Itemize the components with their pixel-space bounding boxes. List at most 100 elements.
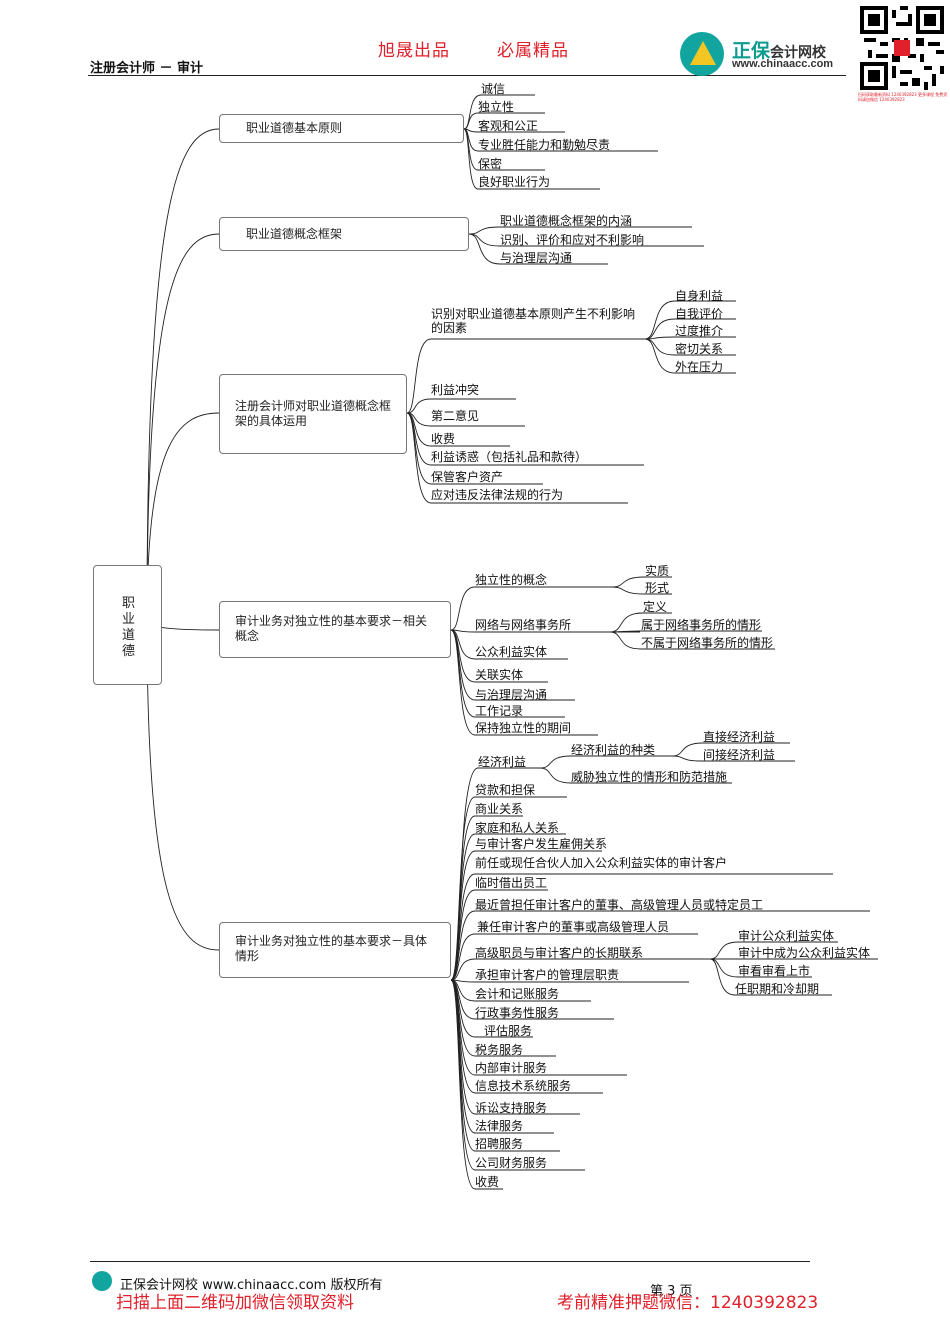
leaf-intimidation: 外在压力	[675, 360, 724, 374]
leaf-legal-services: 法律服务	[475, 1119, 524, 1133]
leaf-is-network: 属于网络事务所的情形	[641, 618, 762, 632]
qr-code-icon	[860, 6, 944, 90]
s5-longterm-0	[709, 941, 739, 960]
s1-branch-5	[463, 128, 479, 190]
leaf-admin-services: 行政事务性服务	[475, 1006, 560, 1020]
leaf-fees-independence: 收费	[475, 1175, 500, 1189]
leaf-valuation-services: 评估服务	[484, 1024, 533, 1038]
header-divider	[88, 75, 846, 76]
leaf-threat-factors: 识别对职业道德基本原则产生不利影响的因素	[431, 307, 636, 335]
leaf-former-partner: 前任或现任合伙人加入公众利益实体的审计客户	[475, 856, 728, 870]
root-branch-1	[146, 233, 220, 621]
leaf-internal-audit: 内部审计服务	[475, 1061, 548, 1075]
leaf-fees: 收费	[431, 432, 456, 446]
leaf-familiarity: 密切关系	[675, 342, 724, 356]
s4-branch-4	[450, 629, 476, 701]
s5-econ-1	[539, 767, 572, 784]
s3-branch-5	[406, 412, 432, 485]
leaf-tax-services: 税务服务	[475, 1043, 524, 1057]
leaf-indirect-interest: 间接经济利益	[703, 748, 776, 762]
s1-branch-1	[463, 112, 479, 130]
leaf-noncompliance: 应对违反法律法规的行为	[431, 488, 564, 502]
s2-branch-0	[468, 226, 501, 235]
s5-branch-9	[450, 958, 476, 981]
leaf-loan-staff: 临时借出员工	[475, 876, 548, 890]
logo-name-suffix: 会计网校	[770, 45, 827, 61]
footer-logo-icon	[92, 1271, 112, 1291]
qr-note: 扫码获取最新资料 1240392823 更多课程 免费资料请加微信 124039…	[858, 92, 948, 102]
node-framework-application-label: 注册会计师对职业道德概念框架的具体运用	[235, 399, 392, 428]
s3-factor-3	[644, 338, 676, 356]
leaf-confidentiality: 保密	[478, 157, 503, 171]
logo-name: 正保	[732, 40, 771, 62]
leaf-documentation: 工作记录	[475, 704, 524, 718]
leaf-not-network: 不属于网络事务所的情形	[641, 636, 774, 650]
leaf-self-review: 自我评价	[675, 307, 724, 321]
leaf-framework-meaning: 职业道德概念框架的内涵	[500, 214, 633, 228]
node-ethics-framework: 职业道德概念框架	[219, 217, 469, 251]
leaf-family: 家庭和私人关系	[475, 821, 560, 835]
node-independence-concepts-label: 审计业务对独立性的基本要求－相关概念	[235, 614, 428, 643]
s4-branch-3	[450, 629, 476, 683]
leaf-pie: 公众利益实体	[475, 645, 548, 659]
footer-promo-right: 考前精准押题微信：1240392823	[557, 1293, 819, 1313]
node-ethics-principles: 职业道德基本原则	[219, 114, 464, 143]
leaf-litigation-support: 诉讼支持服务	[475, 1101, 548, 1115]
leaf-independence: 独立性	[478, 100, 515, 114]
s3-factor-0	[644, 300, 676, 340]
leaf-second-opinion: 第二意见	[431, 409, 480, 423]
s5-longterm-3	[709, 958, 736, 996]
leaf-director: 兼任审计客户的董事或高级管理人员	[477, 920, 670, 934]
leaf-identify-threats: 识别、评价和应对不利影响	[500, 233, 645, 247]
s4-indep-0	[611, 576, 646, 588]
leaf-cooling-off: 任职期和冷却期	[735, 982, 820, 996]
root-branch-0	[146, 128, 220, 621]
leaf-listing: 审看审看上市	[738, 964, 811, 978]
leaf-accounting-services: 会计和记账服务	[475, 987, 560, 1001]
leaf-substance: 实质	[645, 564, 670, 578]
node-framework-application: 注册会计师对职业道德概念框架的具体运用	[219, 374, 407, 454]
s4-network-0	[609, 612, 644, 633]
leaf-threats-safeguards: 威胁独立性的情形和防范措施	[571, 770, 728, 784]
logo-url: www.chinaacc.com	[732, 58, 834, 70]
leaf-advocacy: 过度推介	[675, 324, 724, 338]
node-independence-situations-label: 审计业务对独立性的基本要求－具体情形	[235, 934, 428, 963]
leaf-business-relationships: 商业关系	[475, 802, 524, 816]
s5-branch-8	[450, 933, 476, 981]
subject-title: 注册会计师 － 审计	[90, 61, 204, 76]
leaf-governance-communication: 与治理层沟通	[500, 251, 573, 265]
leaf-recruiting: 招聘服务	[475, 1137, 524, 1151]
leaf-competence: 专业胜任能力和勤勉尽责	[478, 138, 611, 152]
page-number: 第 3 页	[650, 1284, 693, 1299]
leaf-long-association: 高级职员与审计客户的长期联系	[475, 946, 644, 960]
root-node: 职业道德	[93, 565, 162, 685]
root-branch-4	[146, 619, 220, 951]
s5-branch-21	[450, 979, 476, 1190]
leaf-independence-concept: 独立性的概念	[475, 573, 548, 587]
chinaacc-logo-icon	[680, 32, 724, 76]
leaf-related-entity: 关联实体	[475, 668, 524, 682]
leaf-self-interest: 自身利益	[675, 289, 724, 303]
leaf-loans: 贷款和担保	[475, 783, 536, 797]
s4-branch-5	[450, 629, 476, 718]
leaf-audit-pie: 审计公众利益实体	[738, 929, 835, 943]
s5-branch-15	[450, 979, 476, 1076]
root-label: 职业道德	[122, 596, 136, 659]
leaf-direct-interest: 直接经济利益	[703, 730, 776, 744]
header-brand-left: 旭晟出品	[378, 41, 450, 61]
leaf-independence-period: 保持独立性的期间	[475, 721, 572, 735]
leaf-conflict-of-interest: 利益冲突	[431, 383, 480, 397]
s2-branch-2	[468, 233, 501, 265]
node-independence-situations: 审计业务对独立性的基本要求－具体情形	[219, 922, 451, 978]
leaf-financial-interest-types: 经济利益的种类	[571, 743, 656, 757]
s5-econ-kind-1	[671, 755, 704, 762]
leaf-conduct: 良好职业行为	[478, 175, 551, 189]
node-ethics-principles-label: 职业道德基本原则	[246, 121, 343, 135]
leaf-financial-interest: 经济利益	[478, 755, 527, 769]
footer-promo-left: 扫描上面二维码加微信领取资料	[116, 1293, 354, 1313]
s3-factor-4	[644, 338, 676, 374]
s5-econ-0	[539, 755, 572, 769]
s4-indep-1	[611, 586, 646, 595]
node-ethics-framework-label: 职业道德概念框架	[246, 227, 343, 241]
